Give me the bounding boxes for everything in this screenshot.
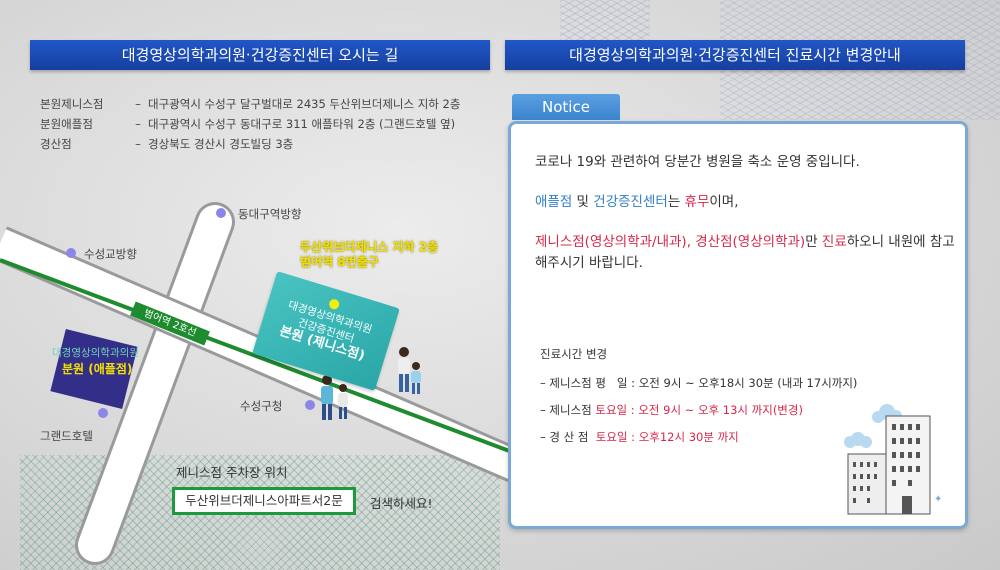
notice-highlight: 휴무 bbox=[684, 194, 710, 210]
station-exit-text: 두산위브더제니스 지하 2층 범어역 8번출구 bbox=[300, 240, 438, 270]
label-grand-hotel: 그랜드호텔 bbox=[40, 429, 93, 443]
notice-text: 및 bbox=[572, 194, 594, 210]
notice-highlight: 진료 bbox=[821, 234, 847, 250]
parking-suffix: 검색하세요! bbox=[370, 496, 433, 511]
address-dash: – bbox=[135, 97, 141, 111]
notice-highlight: 건강증진센터 bbox=[593, 194, 668, 210]
map-marker bbox=[98, 408, 108, 418]
hours-row: – 경 산 점 토요일 : 오후12시 30분 까지 bbox=[540, 428, 857, 455]
hours-value: 토요일 : 오전 9시 ~ 오후 13시 까지(변경) bbox=[595, 403, 803, 417]
address-dash: – bbox=[135, 137, 141, 151]
notice-line: 제니스점(영상의학과/내과), 경산점(영상의학과)만 진료하오니 내원에 참고… bbox=[535, 232, 955, 274]
hours-header: 대경영상의학과의원·건강증진센터 진료시간 변경안내 bbox=[505, 40, 965, 70]
notice-text: 만 bbox=[805, 234, 822, 250]
label-suseonggu-office: 수성구청 bbox=[240, 399, 283, 413]
map-marker bbox=[305, 400, 315, 410]
building-illustration: ✦ bbox=[844, 404, 942, 515]
address-branch-name: 분원애플점 bbox=[40, 117, 93, 131]
directions-header: 대경영상의학과의원·건강증진센터 오시는 길 bbox=[30, 40, 490, 70]
hours-row: – 제니스점 토요일 : 오전 9시 ~ 오후 13시 까지(변경) bbox=[540, 401, 857, 428]
address-row: 분원애플점 – 대구광역시 수성구 동대구로 311 애플타워 2층 (그랜드호… bbox=[40, 114, 460, 134]
notice-text: 는 bbox=[667, 194, 685, 210]
road-vertical bbox=[75, 202, 235, 565]
address-list: 본원제니스점 – 대구광역시 수성구 달구벌대로 2435 두산위브더제니스 지… bbox=[40, 94, 460, 154]
notice-highlight: 제니스점(영상의학과/내과), 경산점(영상의학과) bbox=[535, 234, 806, 250]
notice-tab: Notice bbox=[512, 94, 620, 120]
branch-marker-icon bbox=[327, 297, 341, 311]
address-text: 대구광역시 수성구 달구벌대로 2435 두산위브더제니스 지하 2층 bbox=[148, 97, 461, 111]
people-illustration bbox=[321, 347, 421, 420]
hours-label: – 제니스점 bbox=[540, 403, 596, 417]
hours-title: 진료시간 변경 bbox=[540, 347, 608, 361]
address-row: 본원제니스점 – 대구광역시 수성구 달구벌대로 2435 두산위브더제니스 지… bbox=[40, 94, 460, 114]
map-marker bbox=[216, 208, 226, 218]
subway-line-2 bbox=[0, 258, 521, 457]
hours-list: 진료시간 변경 – 제니스점 평 일 : 오전 9시 ~ 오후18시 30분 (… bbox=[540, 346, 857, 455]
label-dongdaegu-direction: 동대구역방향 bbox=[238, 207, 302, 221]
svg-text:✦: ✦ bbox=[934, 494, 942, 505]
hours-label: – 경 산 점 bbox=[540, 430, 596, 444]
address-row: 경산점 – 경상북도 경산시 경도빌딩 3층 bbox=[40, 134, 460, 154]
notice-text: 이며, bbox=[709, 194, 739, 210]
notice-line: 애플점 및 건강증진센터는 휴무이며, bbox=[535, 192, 955, 213]
notice-highlight: 애플점 bbox=[535, 194, 573, 210]
address-dash: – bbox=[135, 117, 141, 131]
notice-body: 코로나 19와 관련하여 당분간 병원을 축소 운영 중입니다. 애플점 및 건… bbox=[535, 152, 955, 293]
hours-value: 토요일 : 오후12시 30분 까지 bbox=[595, 430, 739, 444]
apple-branch-name: 분원 (애플점) bbox=[62, 362, 133, 376]
parking-search-keyword: 두산위브더제니스아파트서2문 bbox=[172, 487, 356, 515]
map-marker bbox=[66, 248, 76, 258]
address-branch-name: 본원제니스점 bbox=[40, 97, 104, 111]
parking-title: 제니스점 주차장 위치 bbox=[176, 465, 288, 480]
notice-text: 하오니 내원에 참고해주시기 바랍니다. bbox=[535, 234, 955, 271]
address-text: 경상북도 경산시 경도빌딩 3층 bbox=[148, 137, 294, 151]
station-exit-line: 두산위브더제니스 지하 2층 bbox=[300, 240, 439, 254]
hours-label: – 제니스점 평 일 : bbox=[540, 376, 639, 390]
label-suseonggyo-direction: 수성교방향 bbox=[84, 247, 137, 261]
hours-value: 오전 9시 ~ 오후18시 30분 (내과 17시까지) bbox=[638, 376, 858, 390]
address-text: 대구광역시 수성구 동대구로 311 애플타워 2층 (그랜드호텔 옆) bbox=[148, 117, 456, 131]
address-branch-name: 경산점 bbox=[40, 137, 72, 151]
hours-row: – 제니스점 평 일 : 오전 9시 ~ 오후18시 30분 (내과 17시까지… bbox=[540, 374, 857, 401]
apple-branch-clinic-name: 대경영상의학과의원 bbox=[52, 347, 139, 359]
station-exit-line: 범어역 8번출구 bbox=[300, 255, 379, 269]
notice-line: 코로나 19와 관련하여 당분간 병원을 축소 운영 중입니다. bbox=[535, 154, 860, 170]
background-mesh bbox=[560, 0, 650, 40]
